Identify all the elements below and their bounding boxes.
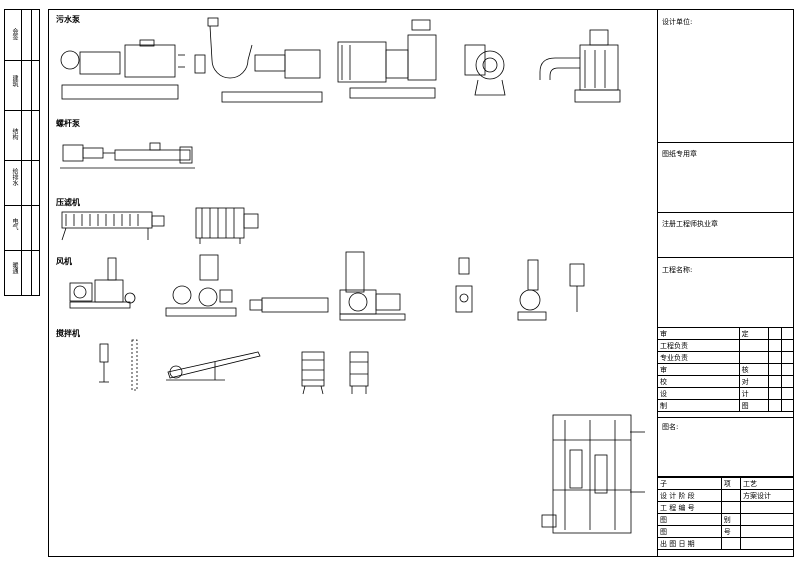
fan-drawing-6 [569, 263, 585, 312]
drawing-stamp-label: 图纸专用章 [662, 150, 697, 158]
approval-role-suffix [738, 339, 770, 352]
info-label: 图 [657, 513, 722, 526]
fan-drawing-4 [455, 257, 473, 313]
strip-label: 暖通 [11, 262, 18, 274]
signature-cell [780, 339, 795, 352]
info-label: 图 [657, 525, 722, 538]
signature-cell [780, 399, 795, 412]
signature-cell [780, 351, 795, 364]
strip-label: 建筑 [11, 75, 18, 87]
strip-label: 电气 [11, 218, 18, 230]
drawing-info-table: 子项工艺 设 计 阶 段 方案设计 工 程 编 号 图别 图号 出 图 日 期 [657, 477, 795, 550]
registered-stamp-label: 注册工程师执业章 [662, 220, 718, 228]
sewage-pump-drawing-5 [539, 29, 621, 103]
info-label-suffix [720, 501, 741, 514]
approval-role-suffix: 核 [738, 363, 770, 376]
info-value [739, 525, 795, 538]
signature-cell [768, 399, 782, 412]
approval-table: 审定 工程负责 专业负责 审核 校对 设计 制图 [657, 327, 795, 412]
approval-role-suffix: 图 [738, 399, 770, 412]
info-value: 工艺 [739, 477, 795, 490]
info-label: 出 图 日 期 [657, 537, 722, 550]
strip-label: 结构 [11, 128, 18, 140]
approval-role-suffix: 计 [738, 387, 770, 400]
signature-cell [768, 327, 782, 340]
info-label-suffix [720, 537, 741, 550]
mixer-drawing-3 [166, 351, 261, 381]
approval-role: 工程负责 [657, 339, 740, 352]
signature-cell [768, 351, 782, 364]
info-label: 子 [657, 477, 722, 490]
fan-drawing-5 [517, 259, 547, 321]
design-unit-label: 设计单位: [662, 18, 693, 26]
mixer-drawing-2 [131, 339, 138, 391]
strip-label: 会签 [11, 28, 18, 40]
approval-role-suffix: 定 [738, 327, 770, 340]
project-name-label: 工程名称: [662, 266, 693, 274]
approval-role: 校 [657, 375, 740, 388]
info-label-suffix: 别 [720, 513, 741, 526]
mixer-drawing-5 [349, 351, 369, 394]
screw-pump-drawing [60, 142, 195, 169]
sewage-pump-drawing-4 [464, 44, 506, 96]
sewage-pump-drawing-3 [337, 19, 437, 99]
approval-role: 审 [657, 327, 740, 340]
mixer-drawing-1 [99, 343, 109, 383]
fan-drawing-1 [69, 257, 136, 309]
approval-role: 审 [657, 363, 740, 376]
info-label: 设 计 阶 段 [657, 489, 722, 502]
sewage-pump-drawing-2 [194, 17, 323, 103]
info-value: 方案设计 [739, 489, 795, 502]
section-title-filter-press: 压滤机 [56, 198, 80, 207]
approval-role: 设 [657, 387, 740, 400]
info-label-suffix: 号 [720, 525, 741, 538]
signature-cell [780, 327, 795, 340]
info-value [739, 537, 795, 550]
signature-cell [780, 375, 795, 388]
approval-role-suffix [738, 351, 770, 364]
info-value [739, 513, 795, 526]
mixer-drawing-4 [301, 351, 325, 395]
info-label-suffix: 项 [720, 477, 741, 490]
process-schematic-drawing [541, 414, 645, 534]
title-block: 设计单位: 图纸专用章 注册工程师执业章 工程名称: 图名: [657, 9, 794, 557]
drawing-frame [48, 9, 794, 557]
approval-role: 制 [657, 399, 740, 412]
filter-press-drawing-2 [195, 207, 259, 244]
section-title-fan: 风机 [56, 257, 72, 266]
signature-strip: 会签 建筑 结构 给排水 电气 暖通 [4, 9, 40, 296]
approval-role-suffix: 对 [738, 375, 770, 388]
info-label: 工 程 编 号 [657, 501, 722, 514]
signature-cell [780, 387, 795, 400]
fan-drawing-3 [249, 251, 406, 321]
signature-cell [768, 387, 782, 400]
strip-label: 给排水 [11, 168, 18, 186]
signature-cell [780, 363, 795, 376]
section-title-sewage-pump: 污水泵 [56, 15, 80, 24]
info-label-suffix [720, 489, 741, 502]
filter-press-drawing-1 [61, 211, 165, 241]
signature-cell [768, 363, 782, 376]
drawing-name-label: 图名: [662, 423, 679, 431]
sewage-pump-drawing-1 [60, 39, 185, 100]
section-title-screw-pump: 螺杆泵 [56, 119, 80, 128]
info-value [739, 501, 795, 514]
approval-role: 专业负责 [657, 351, 740, 364]
fan-drawing-2 [165, 254, 237, 317]
signature-cell [768, 339, 782, 352]
section-title-mixer: 搅拌机 [56, 329, 80, 338]
signature-cell [768, 375, 782, 388]
